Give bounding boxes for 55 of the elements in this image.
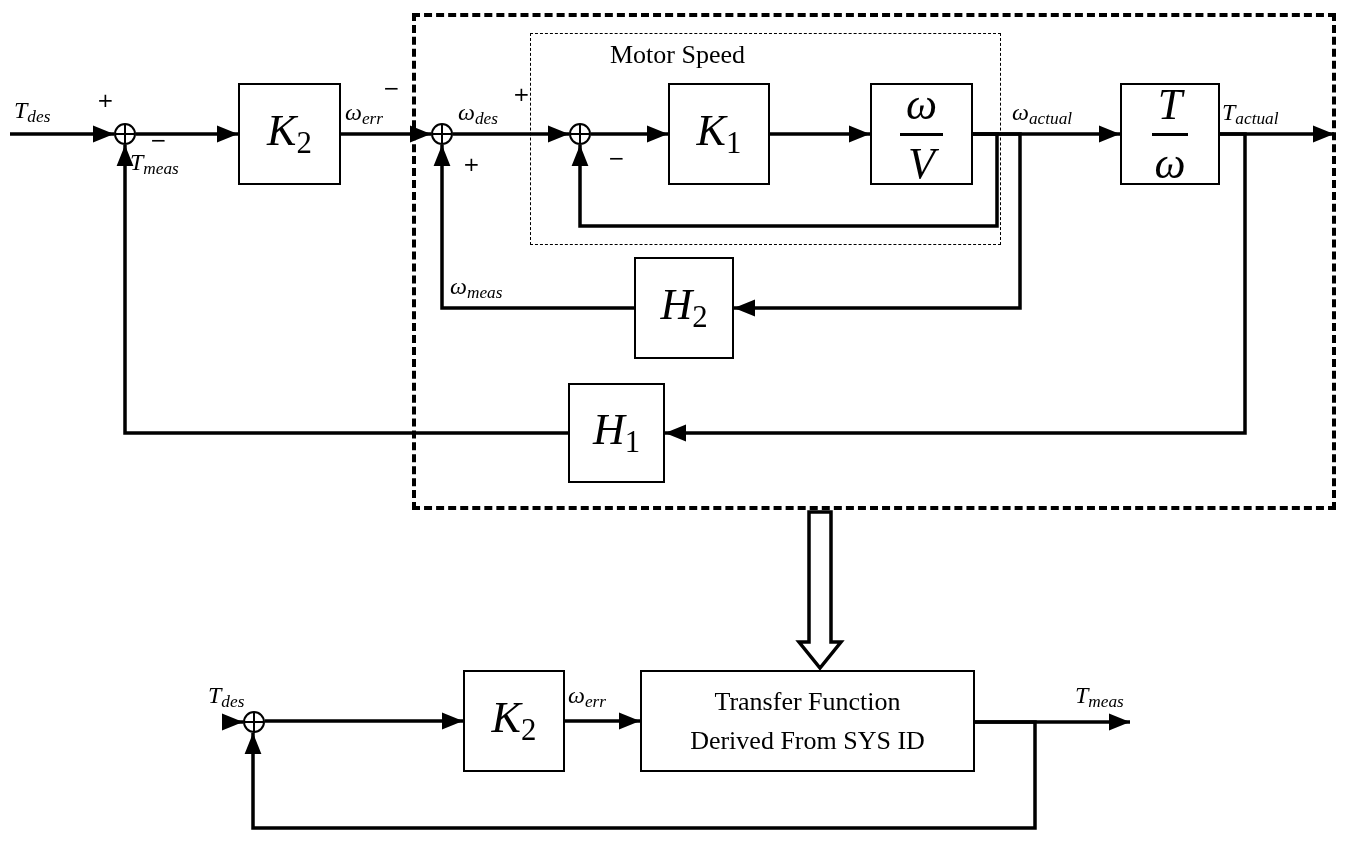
fraction-denominator: ω (1154, 141, 1186, 186)
fraction-numerator: T (1151, 82, 1189, 136)
transfer-block (463, 670, 565, 772)
summing-junction (243, 711, 265, 733)
subsystem-boundary (412, 13, 1336, 510)
block-symbol: H$_{1}$ (592, 408, 641, 458)
signal-arrow (453, 125, 569, 143)
transfer-block (238, 83, 341, 185)
block-symbol: H$_{2}$ (660, 283, 708, 333)
signal-label: ω$_{err}$ (345, 100, 384, 128)
block-symbol: K$_{2}$ (267, 109, 312, 159)
sign-label: + (97, 90, 114, 110)
signal-label: T$_{actual}$ (1222, 100, 1279, 128)
sign-label: − (383, 78, 400, 98)
signal-label: T$_{meas}$ (1075, 683, 1124, 711)
sign-label: − (150, 130, 167, 150)
summing-junction (114, 123, 136, 145)
signal-label: ω$_{actual}$ (1012, 100, 1073, 128)
transfer-block (668, 83, 770, 185)
signal-arrow (341, 125, 431, 143)
signal-arrow (265, 712, 463, 730)
signal-arrow (136, 125, 238, 143)
group-title: Motor Speed (610, 40, 746, 70)
transfer-block (634, 257, 734, 359)
summing-junction (431, 123, 453, 145)
signal-label: T$_{meas}$ (130, 150, 179, 178)
block-text: Transfer Function Derived From SYS ID (689, 686, 926, 757)
signal-label: ω$_{err}$ (568, 683, 607, 711)
signal-arrow (734, 132, 1022, 317)
signal-arrow (665, 132, 1247, 442)
signal-arrow (222, 713, 243, 731)
sign-label: + (463, 154, 480, 174)
hollow-block-arrow (795, 510, 845, 671)
signal-arrow (244, 720, 1037, 830)
signal-arrow (116, 145, 568, 435)
signal-label: T$_{des}$ (208, 683, 245, 711)
signal-label: T$_{des}$ (14, 98, 51, 126)
fraction-numerator: ω (899, 82, 944, 136)
signal-arrow (591, 125, 668, 143)
block-symbol: K$_{1}$ (696, 109, 742, 159)
signal-label: ω$_{des}$ (458, 100, 498, 128)
sign-label: − (608, 148, 625, 168)
signal-arrow (433, 145, 634, 310)
transfer-block (1120, 83, 1220, 185)
group-boundary (530, 33, 1001, 245)
signal-label: ω$_{meas}$ (450, 274, 503, 302)
summing-junction (569, 123, 591, 145)
transfer-block (870, 83, 973, 185)
sign-label: + (513, 84, 530, 104)
transfer-block (640, 670, 975, 772)
signal-arrow (770, 125, 870, 143)
signal-arrow (10, 125, 114, 143)
signal-arrow (565, 712, 640, 730)
block-symbol: K$_{2}$ (491, 696, 537, 746)
transfer-block (568, 383, 665, 483)
